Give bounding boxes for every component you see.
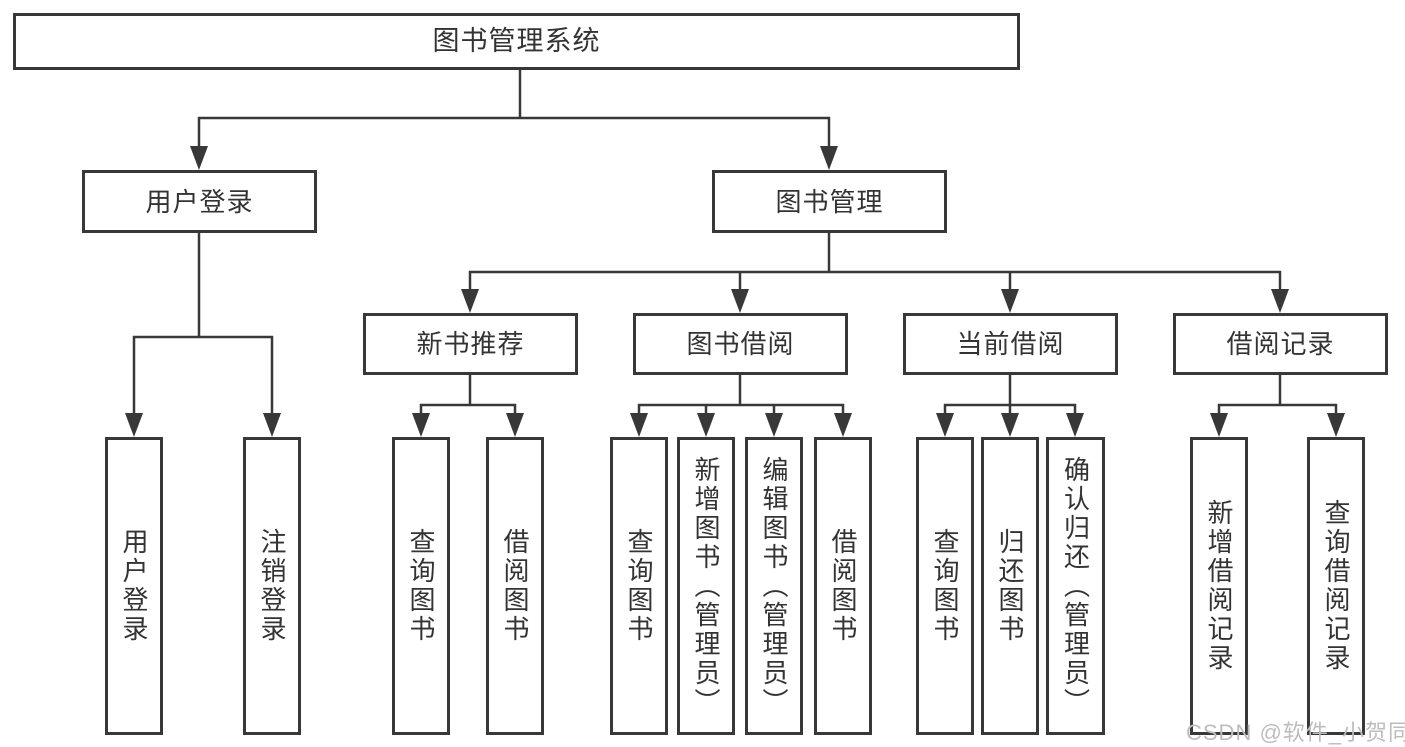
connector-login-to-leaves <box>125 233 281 437</box>
arrowhead-icon <box>731 289 749 313</box>
connector-records-to-leaves <box>1210 375 1345 437</box>
arrowhead-icon <box>1001 289 1019 313</box>
arrowhead-icon <box>412 413 430 437</box>
arrowhead-icon <box>506 413 524 437</box>
arrowhead-icon <box>125 413 143 437</box>
leaf-borrow-books-recommend: 借阅图书 <box>486 437 544 735</box>
arrowhead-icon <box>1327 413 1345 437</box>
node-current-borrowing: 当前借阅 <box>903 313 1118 375</box>
arrowhead-icon <box>1271 289 1289 313</box>
leaf-edit-book-admin: 编辑图书（管理员） <box>745 437 803 735</box>
connector-newbook-to-leaves <box>412 375 524 437</box>
leaf-logout: 注销登录 <box>243 437 301 735</box>
leaf-query-borrow-record: 查询借阅记录 <box>1307 437 1365 735</box>
leaf-borrow-books: 借阅图书 <box>814 437 872 735</box>
node-user-login: 用户登录 <box>82 170 317 233</box>
arrowhead-icon <box>1210 413 1228 437</box>
leaf-return-books: 归还图书 <box>981 437 1039 735</box>
arrowhead-icon <box>936 413 954 437</box>
arrowhead-icon <box>765 413 783 437</box>
node-borrow-records: 借阅记录 <box>1173 313 1388 375</box>
arrowhead-icon <box>461 289 479 313</box>
leaf-confirm-return-admin: 确认归还（管理员） <box>1046 437 1105 735</box>
arrowhead-icon <box>1001 413 1019 437</box>
connector-current-to-leaves <box>936 375 1084 437</box>
arrowhead-icon <box>820 146 838 170</box>
connector-root-to-level2 <box>190 70 838 170</box>
node-new-book-recommend: 新书推荐 <box>363 313 578 375</box>
arrowhead-icon <box>834 413 852 437</box>
leaf-query-books-borrowing: 查询图书 <box>610 437 668 735</box>
arrowhead-icon <box>630 413 648 437</box>
node-root-system: 图书管理系统 <box>13 13 1020 70</box>
connector-borrowing-to-leaves <box>630 375 852 437</box>
arrowhead-icon <box>697 413 715 437</box>
leaf-user-login: 用户登录 <box>105 437 163 735</box>
arrowhead-icon <box>190 146 208 170</box>
connector-management-to-level3 <box>461 233 1289 313</box>
leaf-add-borrow-record: 新增借阅记录 <box>1190 437 1248 735</box>
leaf-query-books-recommend: 查询图书 <box>392 437 450 735</box>
node-book-borrowing: 图书借阅 <box>633 313 848 375</box>
csdn-watermark: CSDN @软件_小贺同学 <box>1186 720 1405 745</box>
node-book-management: 图书管理 <box>712 170 947 233</box>
leaf-add-book-admin: 新增图书（管理员） <box>677 437 735 735</box>
leaf-query-books-current: 查询图书 <box>916 437 974 735</box>
arrowhead-icon <box>1066 413 1084 437</box>
arrowhead-icon <box>263 413 281 437</box>
